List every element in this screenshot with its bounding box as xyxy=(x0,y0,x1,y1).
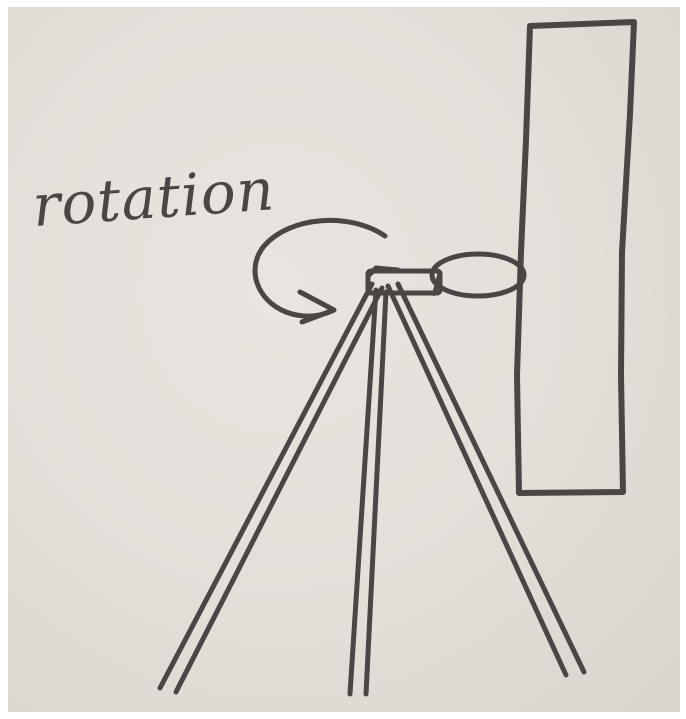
rectangular-panel xyxy=(517,22,634,493)
rotation-arrow xyxy=(255,220,385,322)
rotation-label: rotation xyxy=(30,155,277,240)
